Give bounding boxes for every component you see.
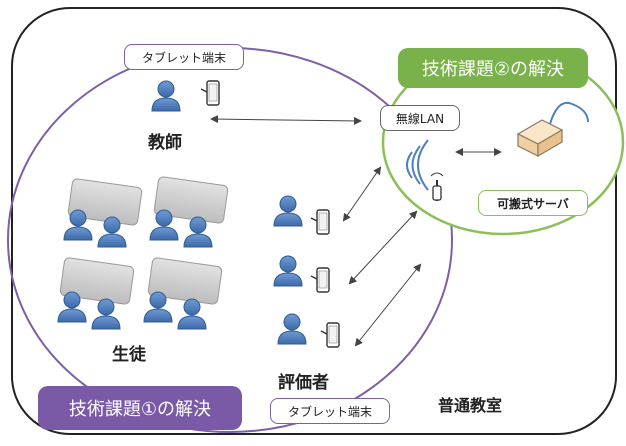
evaluator-2-icon — [273, 255, 303, 287]
evaluator-1-icon — [273, 195, 303, 227]
student-group-3 — [57, 257, 135, 330]
teacher-label: 教師 — [148, 133, 182, 153]
evaluator-3-arrow — [354, 263, 422, 347]
student-group-4 — [143, 257, 223, 330]
classroom-label: 普通教室 — [438, 396, 503, 415]
students-label: 生徒 — [112, 345, 146, 365]
evaluator-2-arrow — [348, 210, 418, 285]
wireless-label: 無線LAN — [380, 105, 460, 131]
evaluator-label: 評価者 — [278, 373, 329, 393]
student-group-1 — [63, 178, 143, 248]
tablet-label-top: タブレット端末 — [124, 44, 244, 70]
evaluator-3-tablet — [320, 322, 340, 348]
server-label: 可搬式サーバ — [478, 190, 588, 216]
issue2-banner: 技術課題②の解決 — [398, 48, 588, 88]
teacher-link-arrow — [210, 115, 362, 125]
teacher-tablet-icon — [200, 80, 220, 106]
student-group-2 — [149, 176, 229, 248]
evaluator-3-icon — [277, 313, 307, 345]
issue1-banner: 技術課題①の解決 — [38, 386, 242, 430]
evaluator-1-tablet — [310, 209, 330, 235]
server-icon — [516, 102, 589, 158]
classroom-boundary — [11, 7, 617, 435]
wireless-icon — [406, 139, 444, 201]
tablet-label-bottom: タブレット端末 — [270, 398, 390, 424]
evaluator-2-tablet — [310, 267, 330, 293]
evaluator-1-arrow — [342, 166, 382, 222]
teacher-person-icon — [151, 80, 181, 112]
